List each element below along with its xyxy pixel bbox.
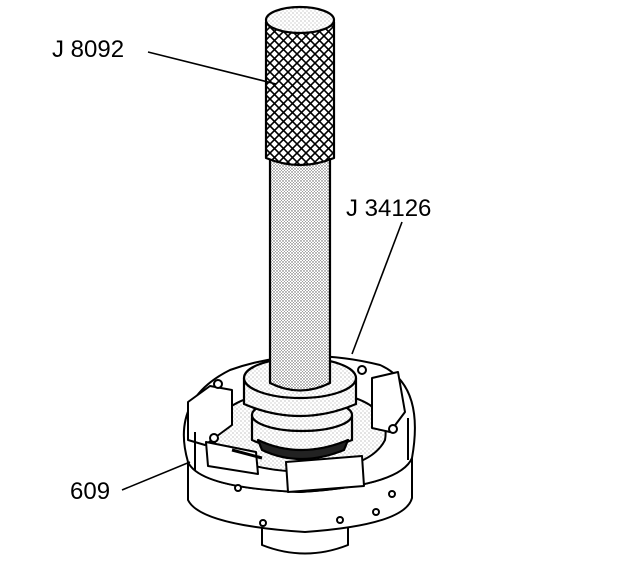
pump-front-step <box>285 455 365 493</box>
leader-j8092 <box>147 51 277 85</box>
callout-609: 609 <box>70 478 111 505</box>
pump-left-step <box>205 441 259 475</box>
callout-j34126: J 34126 <box>346 195 432 222</box>
pump-right-tab <box>371 371 406 433</box>
driver-handle <box>264 5 336 392</box>
driver-top-cap <box>264 5 336 35</box>
leader-j34126 <box>351 221 403 355</box>
seal-ring <box>256 438 350 461</box>
driver-shaft <box>268 156 332 392</box>
driver-knurled-grip <box>264 20 336 167</box>
callout-j8092: J 8092 <box>52 36 125 63</box>
pump-left-tab <box>187 385 233 446</box>
leader-609 <box>121 461 191 491</box>
leader-lines <box>121 51 403 491</box>
